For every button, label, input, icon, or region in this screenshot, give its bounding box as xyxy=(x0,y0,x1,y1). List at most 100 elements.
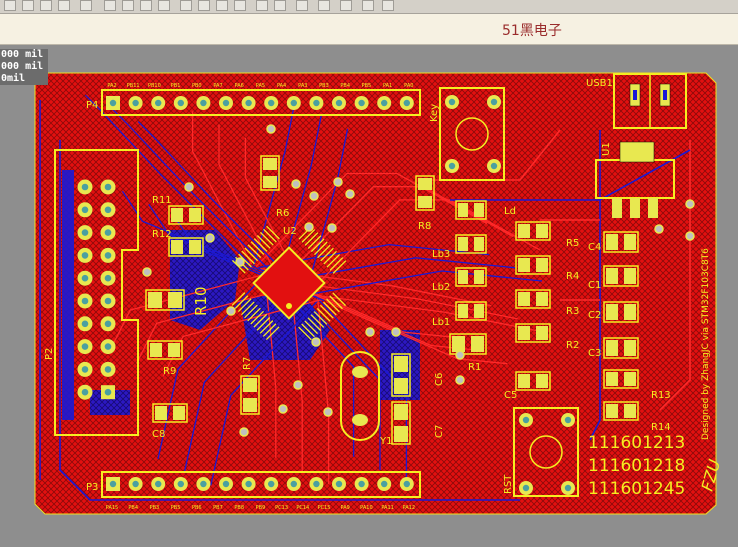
pin-label: PB1 xyxy=(171,83,181,89)
pin-label: PA15 xyxy=(106,505,118,511)
designator-r3: R3 xyxy=(566,306,579,317)
key-switch[interactable] xyxy=(439,87,505,181)
layer-icon[interactable] xyxy=(296,0,308,11)
redo-arrow-icon[interactable] xyxy=(256,0,268,11)
pin-label: PB7 xyxy=(213,505,223,511)
header-p2-pads[interactable] xyxy=(77,179,116,400)
pin-label: PB3 xyxy=(319,83,329,89)
header-p4-pads[interactable] xyxy=(106,96,414,110)
designed-by-text: Designed by ZhangJC via STM32F103C8T6 xyxy=(701,248,711,440)
designator-r6: R6 xyxy=(276,208,289,219)
open-icon[interactable] xyxy=(4,0,16,11)
designator-p3: P3 xyxy=(86,482,98,493)
bottom-copper-zones xyxy=(62,170,420,420)
designator-c7: C7 xyxy=(434,425,445,438)
pin-label: PA5 xyxy=(256,83,265,89)
designator-u2: U2 xyxy=(283,226,297,237)
paste-icon[interactable] xyxy=(140,0,152,11)
designator-r14: R14 xyxy=(651,422,671,433)
pin-label: PB11 xyxy=(127,83,140,89)
designator-r12: R12 xyxy=(152,229,172,240)
zoom-icon[interactable] xyxy=(58,0,70,11)
undo-arrow-icon[interactable] xyxy=(234,0,246,11)
string-icon[interactable] xyxy=(382,0,394,11)
designator-c5: C5 xyxy=(504,390,517,401)
save-icon[interactable] xyxy=(22,0,34,11)
pin-label: PB5 xyxy=(171,505,181,511)
designator-c2: C2 xyxy=(588,310,601,321)
designator-y1: Y1 xyxy=(379,436,392,447)
student-id-2: 111601218 xyxy=(588,456,685,476)
pin-label: PB3 xyxy=(150,505,160,511)
pin-label: PA9 xyxy=(341,505,350,511)
designator-r2: R2 xyxy=(566,340,579,351)
pin-label: PC13 xyxy=(275,505,288,511)
designator-r7: R7 xyxy=(242,357,253,370)
designator-r5: R5 xyxy=(566,238,579,249)
deselect-icon[interactable] xyxy=(198,0,210,11)
designator-r9: R9 xyxy=(163,366,176,377)
designator-c4: C4 xyxy=(588,242,601,253)
student-id-1: 111601213 xyxy=(588,433,685,453)
pad-icon[interactable] xyxy=(340,0,352,11)
designator-lb2: Lb2 xyxy=(432,282,450,293)
designator-r8: R8 xyxy=(418,221,431,232)
reset-switch[interactable] xyxy=(513,407,579,497)
main-toolbar xyxy=(0,0,738,14)
student-id-3: 111601245 xyxy=(588,479,685,499)
pin-label: PB9 xyxy=(256,505,266,511)
designator-p4: P4 xyxy=(86,100,98,111)
designator-ld: Ld xyxy=(504,206,516,217)
title-bar: 51黑电子 xyxy=(0,14,738,45)
move-icon[interactable] xyxy=(180,0,192,11)
designator-p2: P2 xyxy=(44,348,55,360)
crystal-y1[interactable] xyxy=(340,351,380,441)
pin-label: PA4 xyxy=(277,83,286,89)
designator-usb1: USB1 xyxy=(586,78,613,89)
designator-c6: C6 xyxy=(434,373,445,386)
pin-label: PA0 xyxy=(404,83,413,89)
designator-r1: R1 xyxy=(468,362,481,373)
pin-label: PB4 xyxy=(340,83,350,89)
header-p3-outline xyxy=(101,471,421,498)
pin-label: PC15 xyxy=(318,505,331,511)
pin-label: PA10 xyxy=(360,505,372,511)
pin-label: PA3 xyxy=(298,83,307,89)
select-icon[interactable] xyxy=(158,0,170,11)
route-icon[interactable] xyxy=(318,0,330,11)
cross-icon[interactable] xyxy=(216,0,228,11)
readout-x: 000 mil xyxy=(1,49,44,60)
undo-icon[interactable] xyxy=(80,0,92,11)
designator-labels: R11R12R10R9R7R6R8R5R4R3R2R1R13R14C4C1C2C… xyxy=(152,195,671,440)
pin-label: PB8 xyxy=(234,505,244,511)
copy-icon[interactable] xyxy=(122,0,134,11)
vias xyxy=(142,124,695,437)
print-icon[interactable] xyxy=(40,0,52,11)
designator-r10: R10 xyxy=(192,286,210,316)
pin-label: PA12 xyxy=(403,505,415,511)
pencil-icon[interactable] xyxy=(274,0,286,11)
designator-key: Key xyxy=(429,104,440,122)
via-icon[interactable] xyxy=(362,0,374,11)
designator-rst: RST xyxy=(503,474,514,494)
pin-label: PA2 xyxy=(107,83,116,89)
pin-label: PA11 xyxy=(381,505,393,511)
designator-u1: U1 xyxy=(601,142,612,156)
smd-components[interactable] xyxy=(145,155,639,445)
pin-label: PB6 xyxy=(192,505,202,511)
designator-r4: R4 xyxy=(566,271,579,282)
designator-lb3: Lb3 xyxy=(432,249,450,260)
pin-label: PB10 xyxy=(148,83,161,89)
pin-label: PC14 xyxy=(296,505,309,511)
designator-c8: C8 xyxy=(152,429,165,440)
header-p3-pads[interactable] xyxy=(106,477,414,491)
readout-y: 000 mil xyxy=(1,61,44,72)
designator-r11: R11 xyxy=(152,195,172,206)
readout-grid: 0mil xyxy=(1,73,26,84)
pin-label: PB5 xyxy=(362,83,372,89)
coordinate-readout: 000 mil 000 mil 0mil xyxy=(0,49,48,85)
cut-icon[interactable] xyxy=(104,0,116,11)
